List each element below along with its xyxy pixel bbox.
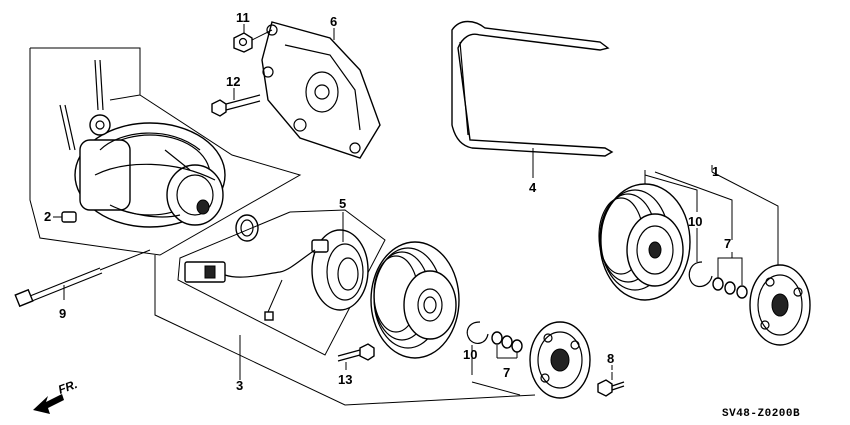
leader-7-right [717,257,743,285]
shaft-seal-ring [235,214,259,242]
compressor-bracket [261,21,381,159]
center-bolt [597,372,625,397]
drive-belt [451,20,614,157]
callout-9: 9 [59,306,66,321]
flange-bolt-12 [211,94,261,117]
fitting [53,211,77,223]
compressor-body [59,59,226,228]
leader-bracket-center [471,381,521,396]
front-direction-label: FR. [56,377,79,397]
pulley-center [370,241,460,359]
flange-bolt-13 [337,343,375,362]
clutch-set-outline [644,165,779,268]
callout-13: 13 [338,372,352,387]
callout-7-right: 7 [724,236,731,251]
armature-plate-center [529,321,591,399]
callout-10-right: 10 [688,214,702,229]
field-coil [184,229,369,321]
callout-12: 12 [226,74,240,89]
diagram-code: SV48-Z0200B [722,408,800,420]
callout-8: 8 [607,351,614,366]
long-bolt [14,249,151,308]
callout-7-center: 7 [503,365,510,380]
callout-5: 5 [339,196,346,211]
pulley-right [598,183,691,301]
callout-leaders [63,24,613,380]
front-direction-arrow-icon [33,394,64,414]
callout-4: 4 [529,180,537,195]
shims-right [712,277,748,299]
callout-11: 11 [236,10,250,25]
shims-center [491,331,523,353]
snap-ring-center [466,321,489,344]
callout-1: 1 [712,164,719,179]
callout-6: 6 [330,14,337,29]
snap-ring-right [688,261,713,288]
compressor-group-outline [29,47,302,256]
callout-10-center: 10 [463,347,477,362]
callout-3: 3 [236,378,243,393]
armature-plate-right [749,264,811,346]
callout-2: 2 [44,209,51,224]
